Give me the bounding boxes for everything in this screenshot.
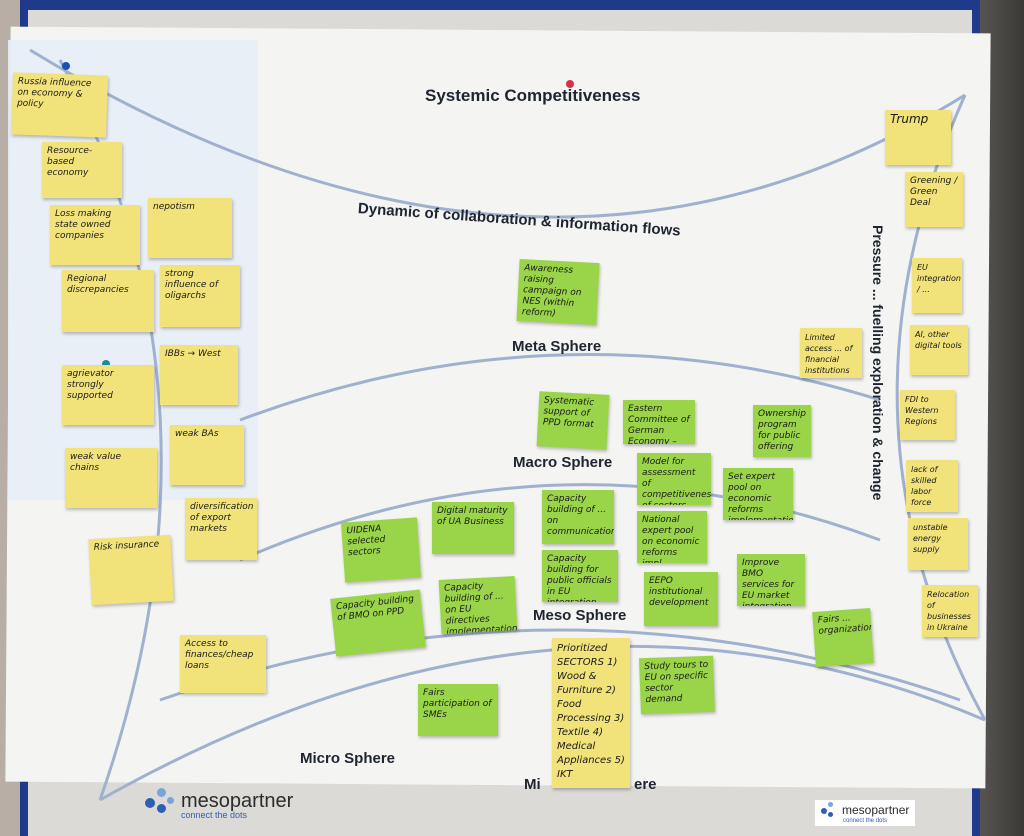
sticky-note: Fairs participation of SMEs [418,684,498,736]
sticky-note: Loss making state owned companies [50,205,140,265]
arc-micro [99,644,986,802]
sticky-note: Capacity building of ... on communicatio… [542,490,614,544]
meso-sphere-label: Meso Sphere [533,607,627,624]
logo-name: mesopartner [181,789,294,812]
sticky-note: Relocation of businesses in Ukraine [922,585,978,637]
logo-dots-icon [821,802,839,818]
sticky-note: IBBs → West [160,345,238,405]
mesopartner-logo: mesopartner connect the dots [145,788,293,820]
pin [102,360,110,368]
sticky-note: Study tours to EU on specific sector dem… [639,655,715,715]
pin [62,62,70,70]
sticky-note: Greening / Green Deal [905,172,963,227]
logo-tagline: connect the dots [181,810,248,820]
meta-sphere-label: Meta Sphere [512,338,602,355]
sticky-note: Regional discrepancies [62,270,154,332]
sticky-note: Ownership program for public offering [753,405,811,457]
board-title: Systemic Competitiveness [425,86,641,105]
sticky-note: agrievator strongly supported [62,365,154,425]
sticky-note: Awareness raising campaign on NES (withi… [516,258,600,326]
sticky-note: Improve BMO services for EU market integ… [737,554,805,606]
sticky-note: Set expert pool on economic reforms impl… [723,468,793,520]
micro-sphere-label-start: Mi [524,776,541,793]
sticky-note: unstable energy supply [908,518,968,570]
sticky-note: lack of skilled labor force [906,460,958,512]
logo-tagline: connect the dots [843,818,888,824]
sticky-note: National expert pool on economic reforms… [637,511,707,563]
micro-sphere-label: Micro Sphere [300,750,396,767]
arc-top [29,48,966,219]
sticky-note: weak BAs [170,425,244,485]
sticky-note: EEPO institutional development [644,572,718,626]
pin [566,80,574,88]
sticky-note: Limited access ... of financial institut… [800,328,862,378]
sectors-note: Prioritized SECTORS 1) Wood & Furniture … [552,638,630,788]
sticky-note: Risk insurance [88,534,174,606]
side-label: Pressure ... fuelling exploration & chan… [870,225,886,501]
sticky-note: EU integration / ... [912,258,962,313]
sticky-note: Access to finances/cheap loans [180,635,266,693]
sticky-note: FDI to Western Regions [900,390,955,440]
sticky-note: UIDENA selected sectors [340,517,422,583]
sticky-note: Trump [885,110,951,165]
sticky-note: Russia influence on economy & policy [10,72,109,138]
arc-meso [159,628,961,702]
logo-name: mesopartner [842,803,910,817]
sticky-note: Systematic support of PPD format [536,391,610,450]
macro-sphere-label: Macro Sphere [513,454,613,471]
sticky-note: diversification of export markets [185,498,257,560]
sticky-note: Model for assessment of competitiveness … [637,453,711,505]
sticky-note: Capacity building of ... on EU directive… [438,576,518,634]
sticky-note: nepotism [148,198,232,258]
sticky-note: Eastern Committee of German Economy – di… [623,400,695,444]
micro-sphere-label-end: ere [634,776,657,793]
sticky-note: strong influence of oligarchs [160,265,240,327]
logo-dots-icon [145,788,175,814]
sticky-note: Resource-based economy [42,142,122,198]
sticky-note: Capacity building of BMO on PPD [330,589,426,657]
mesopartner-logo-right: mesopartner connect the dots [815,800,916,826]
sticky-note: Digital maturity of UA Business [432,502,514,554]
sticky-note: weak value chains [65,448,157,508]
sticky-note: AI, other digital tools [910,325,968,375]
sticky-note: Fairs ... organization [812,608,874,667]
sticky-note: Capacity building for public officials i… [542,550,618,602]
arc-meta [239,353,881,422]
